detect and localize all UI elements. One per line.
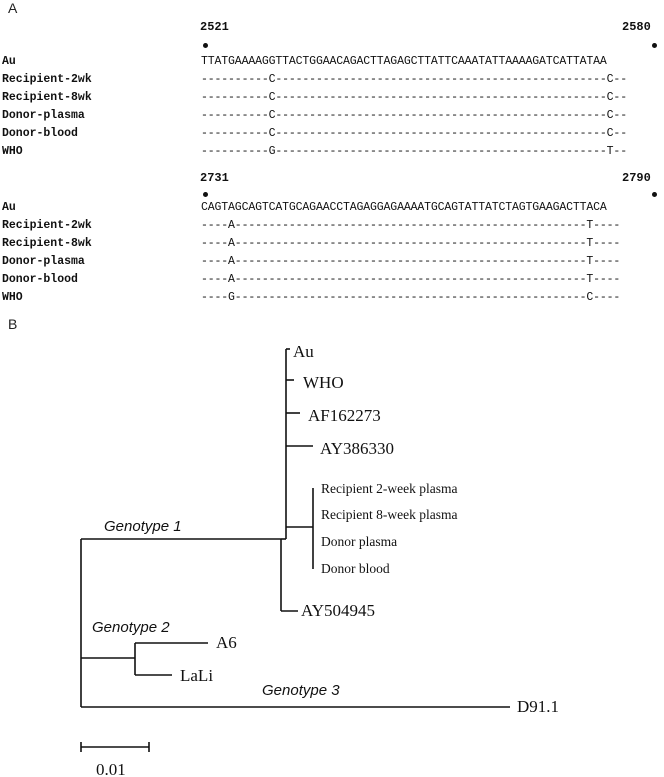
taxon-label-lali: LaLi: [180, 666, 213, 685]
block-1-row-sequence: TTATGAAAAGGTTACTGGAACAGACTTAGAGCTTATTCAA…: [201, 55, 607, 68]
genotype-3-label: Genotype 3: [262, 682, 340, 699]
block-1-row-sequence: ----------G-----------------------------…: [201, 145, 627, 158]
block-1-row-name: Donor-plasma: [2, 109, 85, 122]
block-1-row-sequence: ----------C-----------------------------…: [201, 127, 627, 140]
block-2-row-name: Recipient-8wk: [2, 237, 92, 250]
block-2-start-dot: [203, 192, 208, 197]
block-1-start-position: 2521: [200, 20, 229, 34]
taxon-label-au: Au: [293, 342, 314, 361]
block-2-row-sequence: ----G-----------------------------------…: [201, 291, 621, 304]
panel-b-label: B: [8, 316, 18, 332]
block-1-row-name: WHO: [2, 145, 23, 158]
block-2-row-sequence: CAGTAGCAGTCATGCAGAACCTAGAGGAGAAAATGCAGTA…: [201, 201, 607, 214]
genotype-2-label: Genotype 2: [92, 619, 170, 636]
block-1-row-name: Au: [2, 55, 16, 68]
panel-a-label: A: [8, 0, 18, 16]
block-1-row-name: Recipient-2wk: [2, 73, 92, 86]
block-2-row-name: WHO: [2, 291, 23, 304]
taxon-label-d91-1: D91.1: [517, 697, 559, 716]
block-1-start-dot: [203, 43, 208, 48]
taxon-label-af162273: AF162273: [308, 406, 381, 425]
block-1-row-sequence: ----------C-----------------------------…: [201, 109, 627, 122]
block-2-end-position: 2790: [622, 171, 651, 185]
block-1-row-name: Recipient-8wk: [2, 91, 92, 104]
taxon-label-ay386330: AY386330: [320, 439, 394, 458]
block-2-row-sequence: ----A-----------------------------------…: [201, 255, 621, 268]
taxon-label-a6: A6: [216, 633, 237, 652]
block-1-row-sequence: ----------C-----------------------------…: [201, 91, 627, 104]
block-1-row-sequence: ----------C-----------------------------…: [201, 73, 627, 86]
taxon-label-who: WHO: [303, 373, 344, 392]
block-2-row-name: Donor-blood: [2, 273, 78, 286]
taxon-label-recipient-8-week: Recipient 8-week plasma: [321, 507, 457, 522]
block-1-row-name: Donor-blood: [2, 127, 78, 140]
block-2-end-dot: [652, 192, 657, 197]
block-2-row-name: Recipient-2wk: [2, 219, 92, 232]
block-2-row-sequence: ----A-----------------------------------…: [201, 273, 621, 286]
taxon-label-ay504945: AY504945: [301, 601, 375, 620]
block-2-row-sequence: ----A-----------------------------------…: [201, 219, 621, 232]
block-2-start-position: 2731: [200, 171, 229, 185]
taxon-label-donor-blood: Donor blood: [321, 561, 390, 576]
block-2-row-name: Au: [2, 201, 16, 214]
taxon-label-recipient-2-week: Recipient 2-week plasma: [321, 481, 457, 496]
block-2-row-name: Donor-plasma: [2, 255, 85, 268]
block-1-end-dot: [652, 43, 657, 48]
tree-branches: [80, 348, 510, 752]
taxon-label-donor-plasma: Donor plasma: [321, 534, 397, 549]
block-2-row-sequence: ----A-----------------------------------…: [201, 237, 621, 250]
scale-bar-label: 0.01: [96, 760, 126, 777]
genotype-1-label: Genotype 1: [104, 518, 182, 535]
block-1-end-position: 2580: [622, 20, 651, 34]
